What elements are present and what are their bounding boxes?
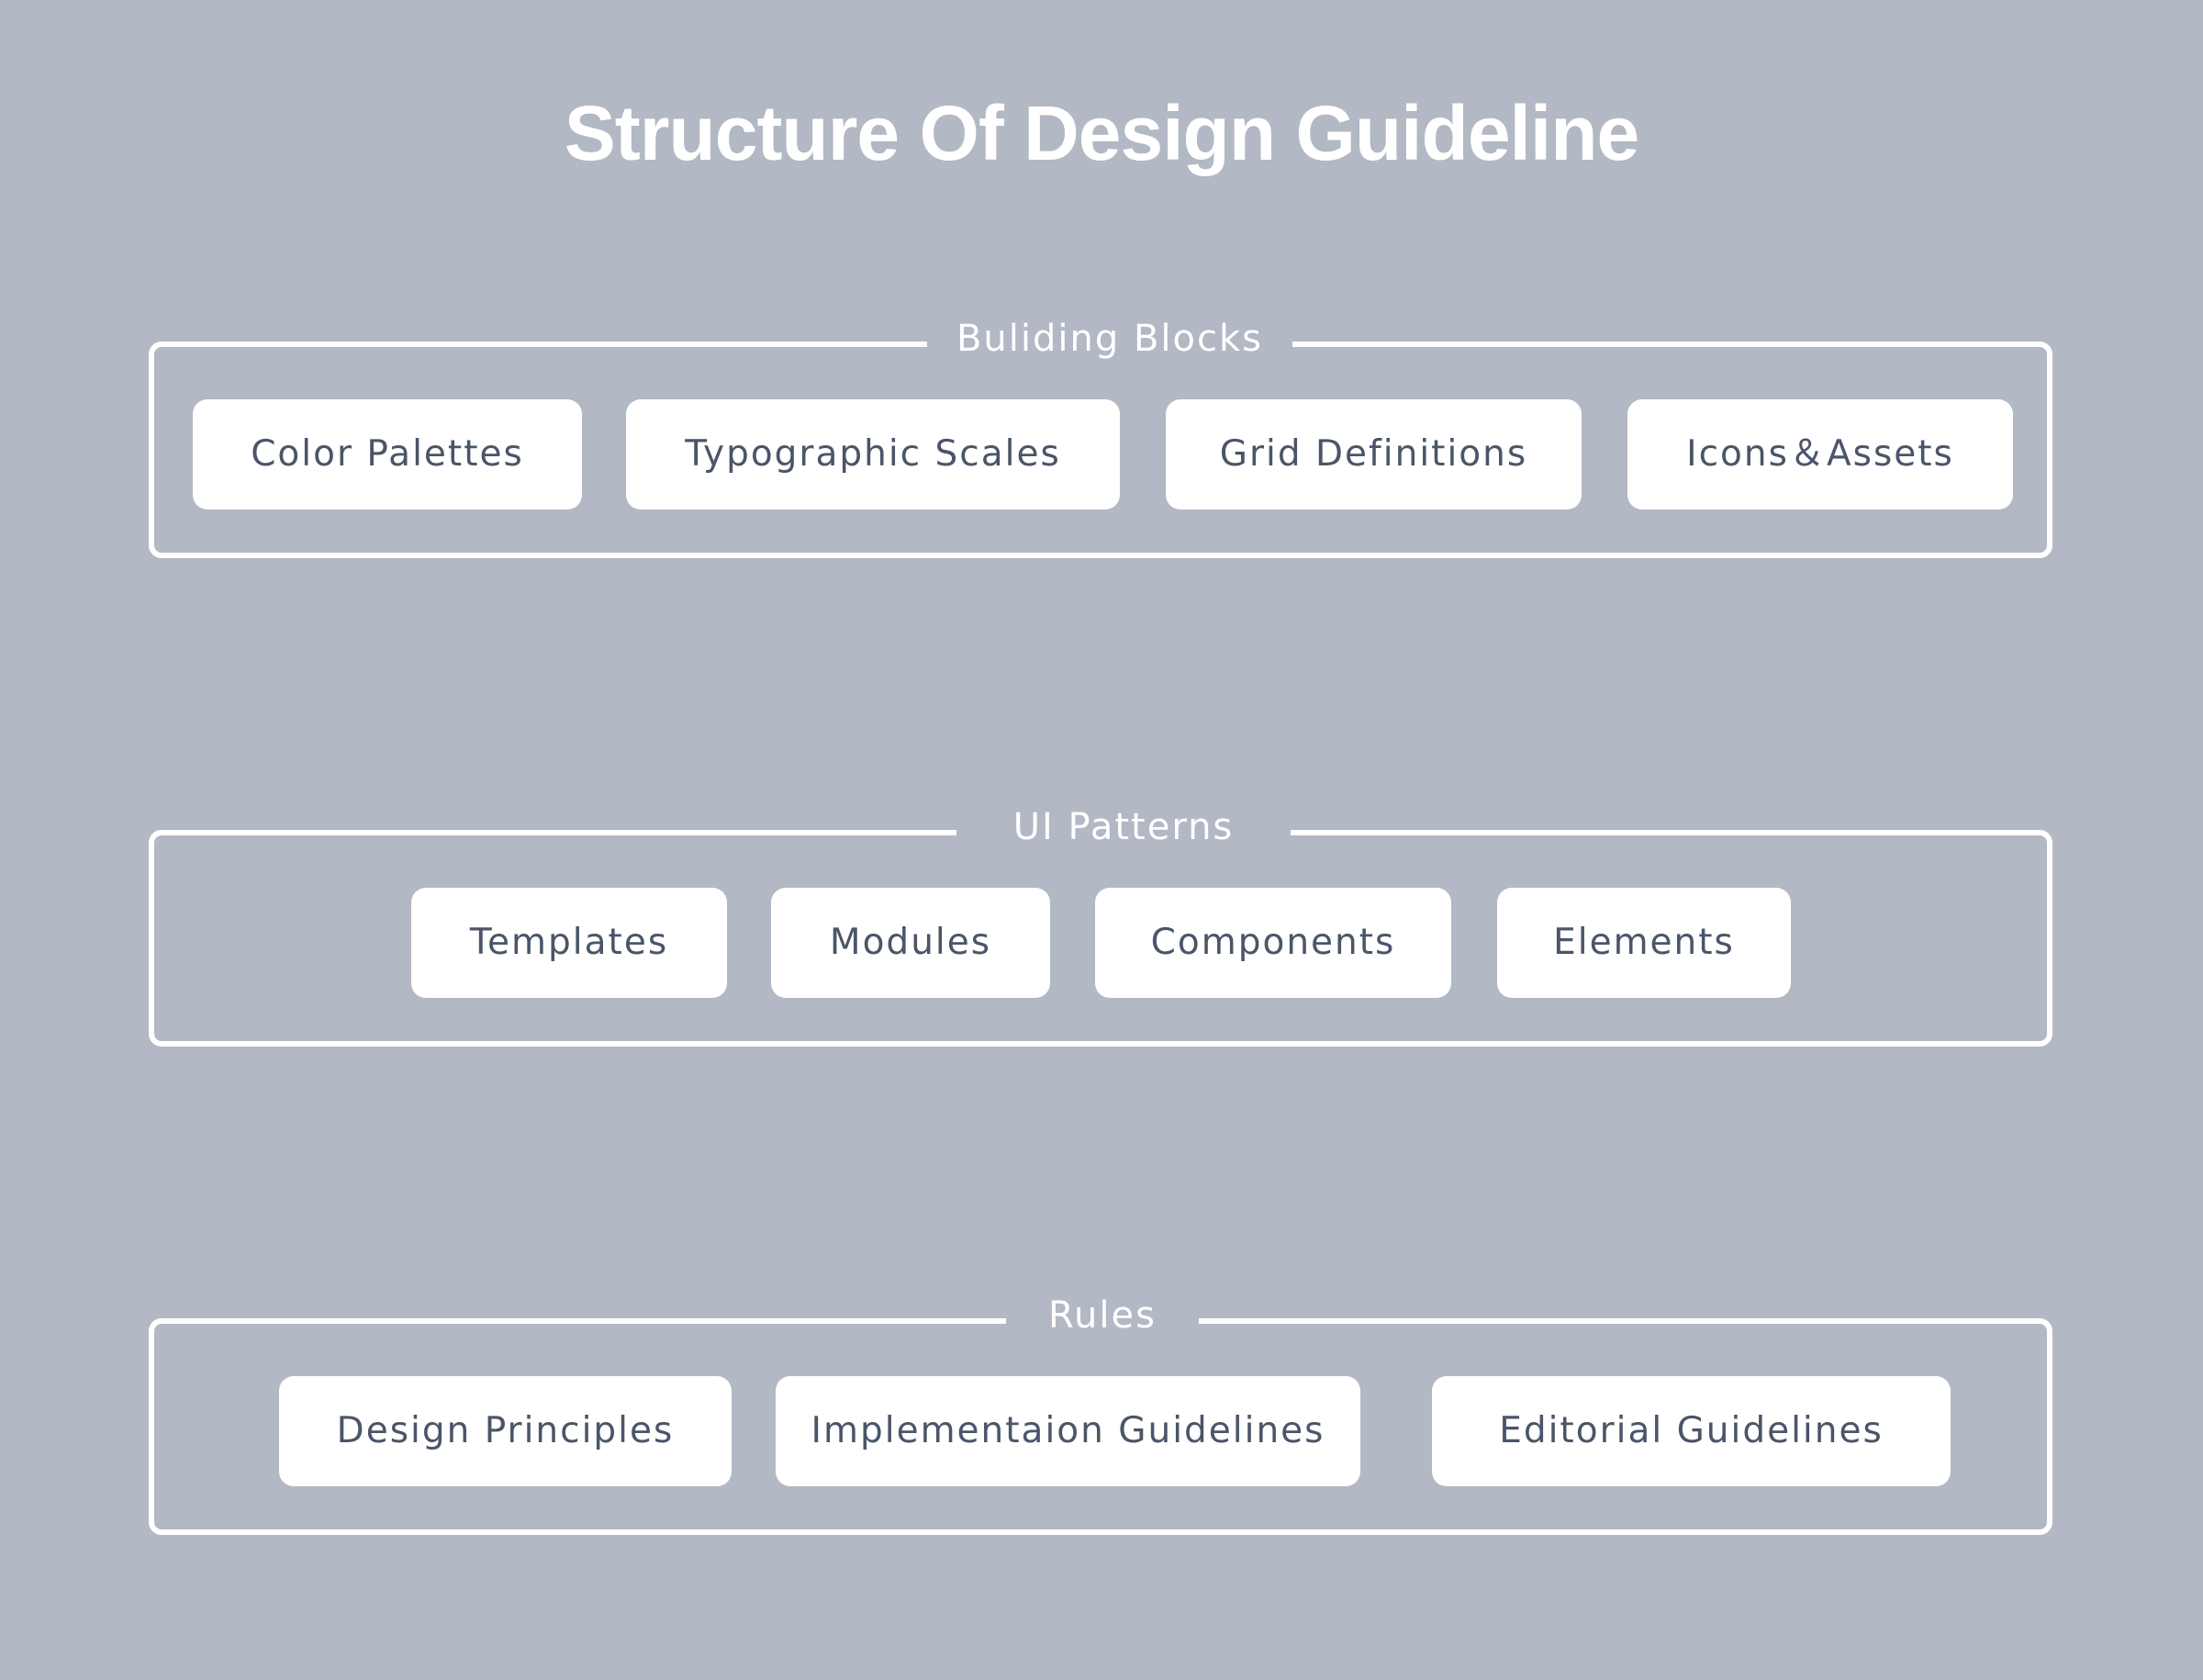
chip-grid-definitions: Grid Definitions [1166,399,1582,510]
chip-templates: Templates [411,888,727,998]
group-label: UI Patterns [956,800,1291,855]
group-rules: Rules Design Principles Implementaion Gu… [149,1288,2052,1535]
chip-icons-assets: Icons＆Assets [1627,399,2013,510]
group-label: Buliding Blocks [927,311,1292,366]
page-title: Structure Of Design Guideline [564,90,1640,176]
chip-color-palettes: Color Palettes [193,399,582,510]
chip-typographic-scales: Typographic Scales [626,399,1120,510]
chip-editorial-guidelines: Editorial Guidelines [1432,1376,1951,1486]
chip-implementation-guidelines: Implementaion Guidelines [776,1376,1360,1486]
chip-design-principles: Design Principles [279,1376,732,1486]
group-label: Rules [1006,1288,1199,1343]
chip-modules: Modules [771,888,1050,998]
chip-components: Components [1095,888,1451,998]
group-ui-patterns: UI Patterns Templates Modules Components… [149,800,2052,1047]
chip-elements: Elements [1497,888,1791,998]
group-building-blocks: Buliding Blocks Color Palettes Typograph… [149,311,2052,558]
